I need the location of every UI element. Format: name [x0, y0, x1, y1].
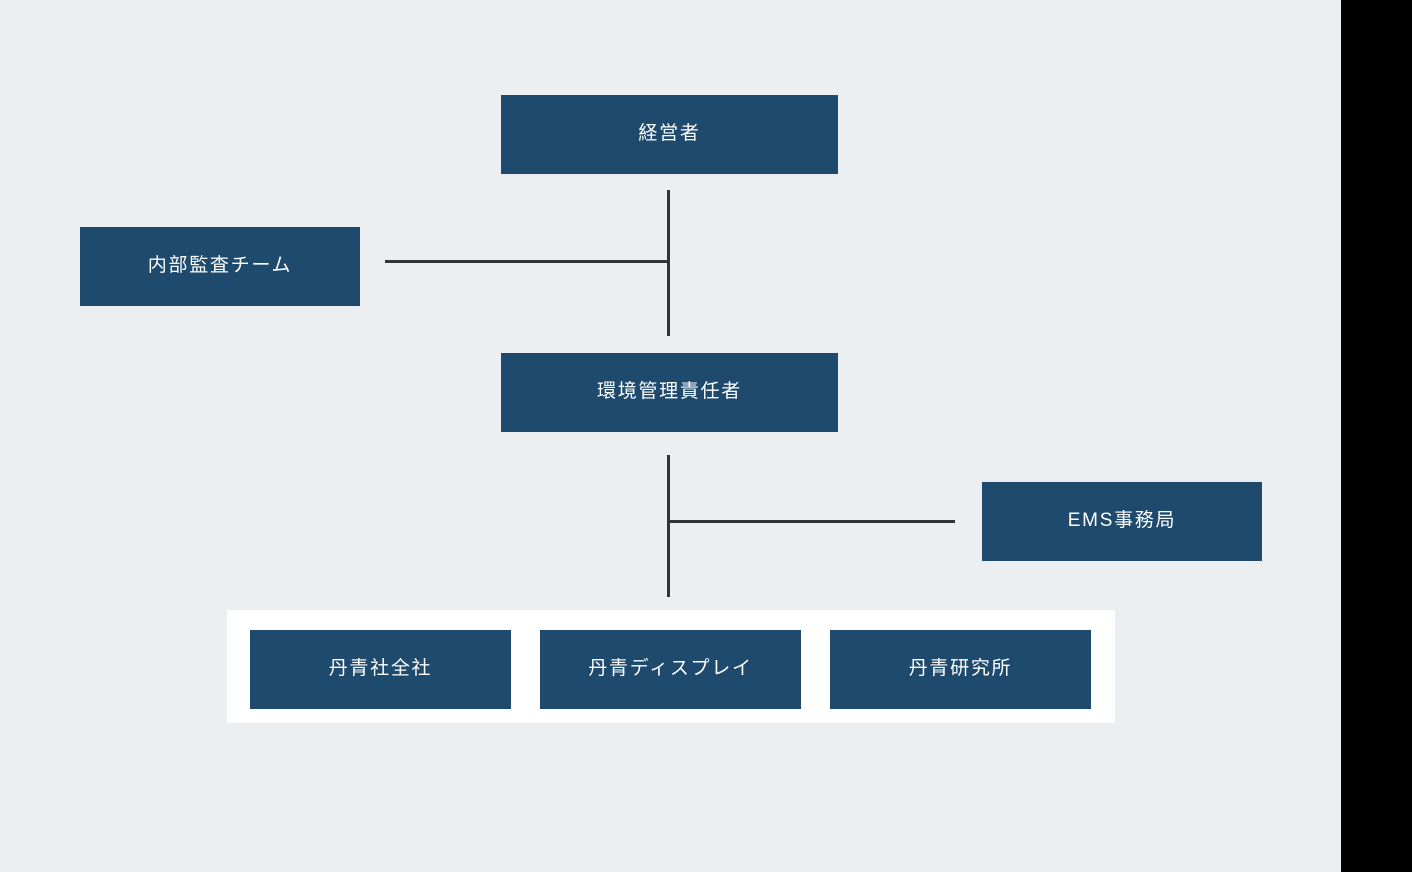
- node-ems-office-label: EMS事務局: [1067, 510, 1177, 532]
- node-subsidiary-3-label: 丹青研究所: [908, 658, 1013, 680]
- node-internal-audit-team-label: 内部監査チーム: [147, 255, 293, 277]
- node-subsidiary-1[interactable]: 丹青社全社: [250, 630, 511, 709]
- node-ems-office[interactable]: EMS事務局: [982, 482, 1262, 561]
- node-executive-label: 経営者: [638, 123, 701, 145]
- node-environmental-manager-label: 環境管理責任者: [597, 381, 742, 403]
- node-subsidiary-2-label: 丹青ディスプレイ: [588, 658, 753, 680]
- node-internal-audit-team[interactable]: 内部監査チーム: [80, 227, 360, 306]
- node-subsidiary-1-label: 丹青社全社: [328, 658, 433, 680]
- node-subsidiary-3[interactable]: 丹青研究所: [830, 630, 1091, 709]
- connector-internal-audit-to-trunk: [385, 260, 670, 263]
- connector-env-manager-to-subsidiaries: [667, 455, 670, 597]
- node-subsidiary-2[interactable]: 丹青ディスプレイ: [540, 630, 801, 709]
- node-executive[interactable]: 経営者: [501, 95, 838, 174]
- connector-trunk-to-ems-office: [667, 520, 955, 523]
- right-gutter-strip: [1341, 0, 1412, 872]
- connector-executive-to-env-manager: [667, 190, 670, 336]
- node-environmental-manager[interactable]: 環境管理責任者: [501, 353, 838, 432]
